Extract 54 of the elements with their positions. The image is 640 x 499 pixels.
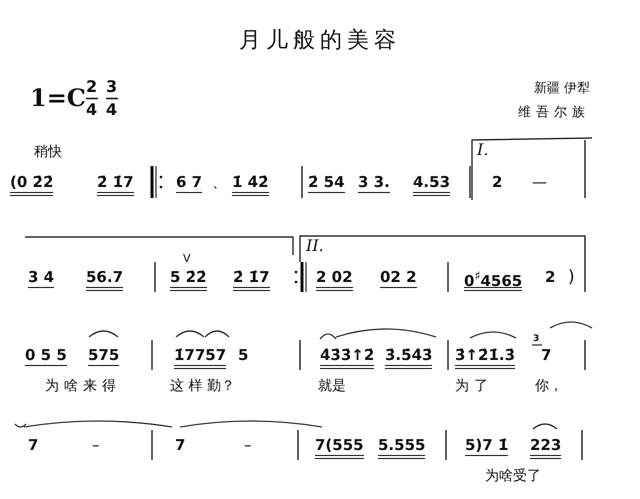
sustain-dash: —	[532, 174, 547, 190]
note-group: 1̇ 4̇2̇	[232, 174, 269, 190]
note-group: 02 2	[380, 270, 417, 284]
note-group: 2̇ 54	[308, 174, 345, 190]
note-group: 0$^{♯}$4565	[464, 270, 522, 288]
note-group: 5	[238, 348, 248, 362]
note-group: 223	[530, 438, 562, 452]
grace-note: 3	[533, 334, 540, 344]
note-group: 3 4	[28, 270, 54, 284]
note-group: 5)7 1̇	[465, 438, 508, 452]
closing-parenthesis: )	[568, 268, 575, 286]
lyric-text: 你，	[535, 379, 563, 393]
note-group: 3̇.5̇4̇3̇	[385, 348, 432, 362]
note-group: 6 7	[176, 174, 202, 190]
note-group: (0 2̇2̇	[10, 174, 54, 190]
song-title: 月儿般的美容	[238, 30, 402, 52]
volta-number: II.	[306, 238, 324, 254]
note-group: 7	[28, 438, 38, 452]
note-group: 7	[175, 438, 186, 452]
note-group: 2	[545, 270, 556, 284]
note-group: 0 5 5	[25, 348, 67, 362]
note-group: 7	[541, 348, 552, 362]
sustain-dash: –	[92, 438, 100, 452]
note-group: 5 2̇2̇	[170, 270, 207, 284]
note-group: 2̇ 1̇7	[233, 270, 270, 284]
note-group: 7(555	[315, 438, 364, 452]
note-group: 5.555	[378, 438, 426, 452]
note-group: 3̇↑2̇1̇.3̇	[455, 348, 516, 362]
lyric-text: 为啥受了	[485, 469, 541, 483]
note-group: 1̇7757	[174, 348, 226, 362]
key-signature: 1=C	[30, 86, 86, 110]
tempo-marking: 稍快	[34, 145, 62, 159]
lyric-text: 这 样 勤？	[170, 379, 235, 393]
note-group: 575	[88, 348, 120, 362]
time-signature-digit: 4	[106, 102, 118, 118]
time-signature-digit: 4	[86, 102, 98, 118]
lyric-text: 为啥来得	[45, 379, 121, 393]
note-group: 4.53	[413, 174, 450, 190]
note-group: 2̇ 1̇7	[97, 174, 134, 190]
lyric-text: 就是	[318, 379, 346, 393]
sustain-dash: –	[244, 438, 252, 452]
note-group: 2	[492, 174, 502, 190]
note-group: 56.7	[86, 270, 124, 284]
note-group: 4̇3̇3̇↑2̇	[320, 348, 374, 362]
origin-text: 维吾尔族	[518, 106, 590, 118]
time-signature-digit: 3	[106, 79, 118, 95]
note-group: 2 02	[316, 270, 353, 284]
origin-text: 新疆 伊犁	[534, 82, 590, 94]
breath-mark: V	[183, 252, 191, 264]
note-group: 3 3.	[358, 174, 390, 190]
lyric-text: 为了	[455, 379, 493, 393]
pause-mark: 、	[212, 174, 227, 190]
time-signature-digit: 2	[86, 79, 98, 95]
volta-number: I.	[477, 142, 488, 158]
